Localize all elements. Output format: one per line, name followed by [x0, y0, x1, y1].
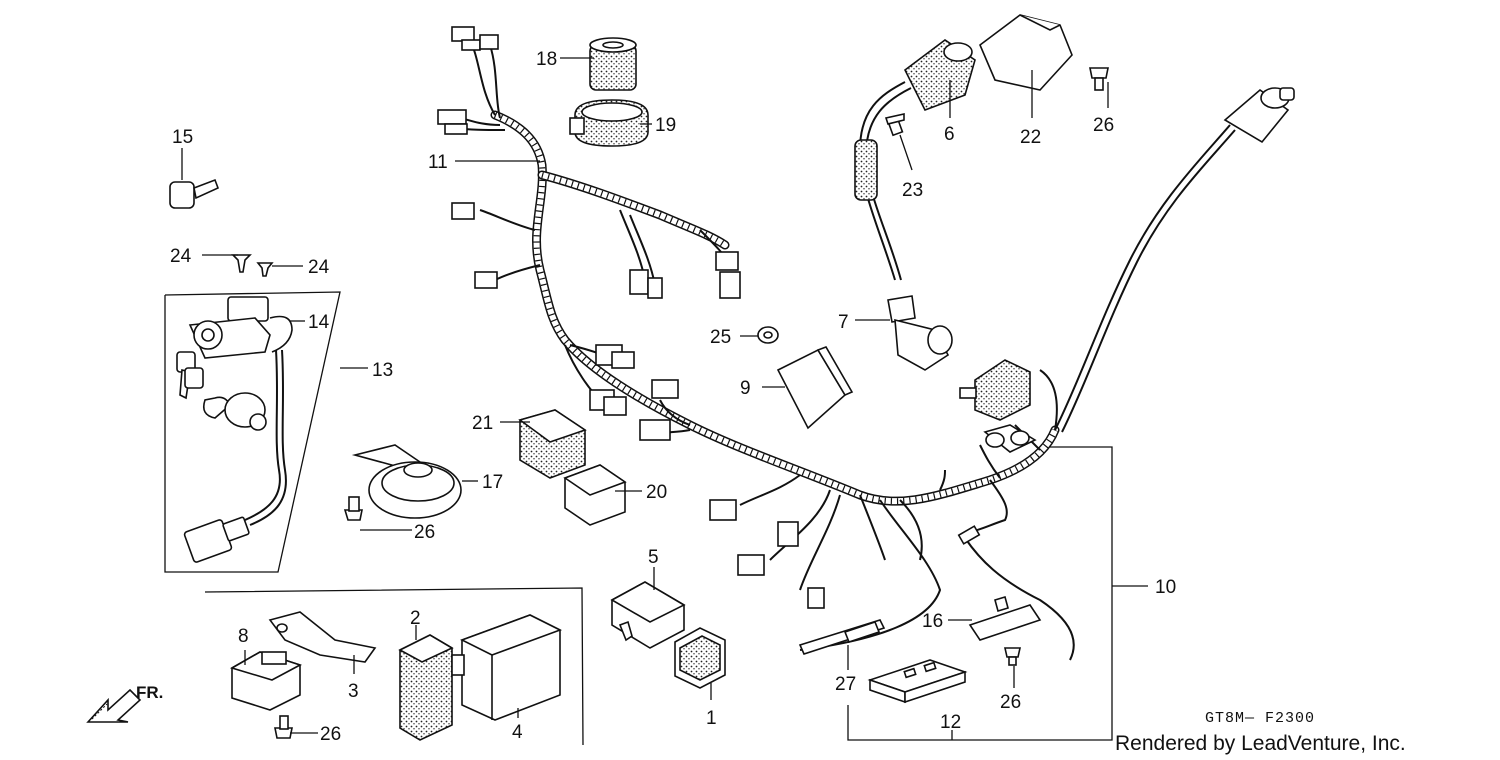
- part-10-cable: [1054, 87, 1295, 433]
- callout-26-horn: 26: [414, 522, 435, 543]
- callout-7: 7: [838, 312, 849, 333]
- callout-22: 22: [1020, 127, 1041, 148]
- part-18-cap: [589, 37, 637, 91]
- callout-8: 8: [238, 626, 249, 647]
- credit-text: Rendered by LeadVenture, Inc.: [1115, 732, 1406, 755]
- part-26-bolt-horn: [343, 496, 363, 521]
- callout-2: 2: [410, 608, 421, 629]
- callout-11: 11: [428, 152, 448, 173]
- part-12-fuse-box: [867, 659, 968, 704]
- front-direction-label: FR.: [136, 683, 163, 702]
- callout-6: 6: [944, 124, 955, 145]
- callout-20: 20: [646, 482, 667, 503]
- callout-19: 19: [655, 115, 676, 136]
- diagram-code: GT8M— F2300: [1205, 710, 1315, 727]
- part-9-unit: [776, 346, 854, 430]
- callout-18: 18: [536, 49, 557, 70]
- callout-labels: 1 2 3 4 5 6 7 8 9 10 11 12 13 14 15 16 1…: [170, 49, 1176, 745]
- part-23-bolt: [884, 113, 905, 137]
- callout-23: 23: [902, 180, 923, 201]
- part-15-key: [169, 178, 220, 209]
- callout-26-bracket: 26: [1093, 115, 1114, 136]
- part-20-relay: [563, 464, 627, 526]
- callout-14: 14: [308, 312, 330, 333]
- part-22-bracket: [979, 14, 1073, 91]
- part-14-ignition-switch: [176, 296, 293, 563]
- part-25-grommet: [757, 326, 779, 344]
- callout-21: 21: [472, 413, 493, 434]
- part-24-screws: [231, 254, 274, 277]
- callout-1: 1: [706, 708, 717, 729]
- leader-lines: [181, 57, 1148, 741]
- part-3-bracket: [268, 611, 377, 663]
- part-16-fuse-holder: [968, 595, 1042, 641]
- callout-17: 17: [482, 472, 503, 493]
- callout-25: 25: [710, 327, 731, 348]
- part-4-cdi-unit: [451, 614, 563, 721]
- callout-13: 13: [372, 360, 393, 381]
- part-6-ignition-coil: [854, 39, 976, 371]
- part-21-relay: [518, 409, 587, 479]
- part-1-cover: [674, 627, 726, 689]
- part-26-bolt-bracket: [1089, 67, 1109, 91]
- harness-connectors: [437, 26, 825, 609]
- part-26-bolt-relay: [274, 715, 293, 739]
- callout-26-relay: 26: [320, 724, 341, 745]
- part-8-relay: [229, 651, 303, 711]
- bottom-group-box: [204, 587, 584, 746]
- part-10-lead: [957, 525, 1075, 661]
- callout-24-left: 24: [170, 246, 192, 267]
- callout-24-right: 24: [308, 257, 330, 278]
- callout-12: 12: [940, 712, 961, 733]
- callout-27: 27: [835, 674, 856, 695]
- part-10-connector-block: [959, 359, 1037, 453]
- callout-3: 3: [348, 681, 359, 702]
- part-19-band: [569, 99, 649, 147]
- callout-26-fuse: 26: [1000, 692, 1021, 713]
- part-17-horn: [351, 444, 462, 519]
- front-direction-arrow: FR.: [86, 683, 163, 723]
- callout-5: 5: [648, 547, 659, 568]
- part-13-box: [164, 291, 341, 573]
- callout-4: 4: [512, 722, 523, 743]
- callout-15: 15: [172, 127, 193, 148]
- callout-9: 9: [740, 378, 751, 399]
- part-2-unit: [398, 634, 454, 741]
- part-5-unit: [610, 581, 686, 649]
- callout-10: 10: [1155, 577, 1176, 598]
- callout-16: 16: [922, 611, 943, 632]
- part-27-fuse-strip: [798, 619, 886, 655]
- part-26-bolt-fuse: [1004, 647, 1021, 666]
